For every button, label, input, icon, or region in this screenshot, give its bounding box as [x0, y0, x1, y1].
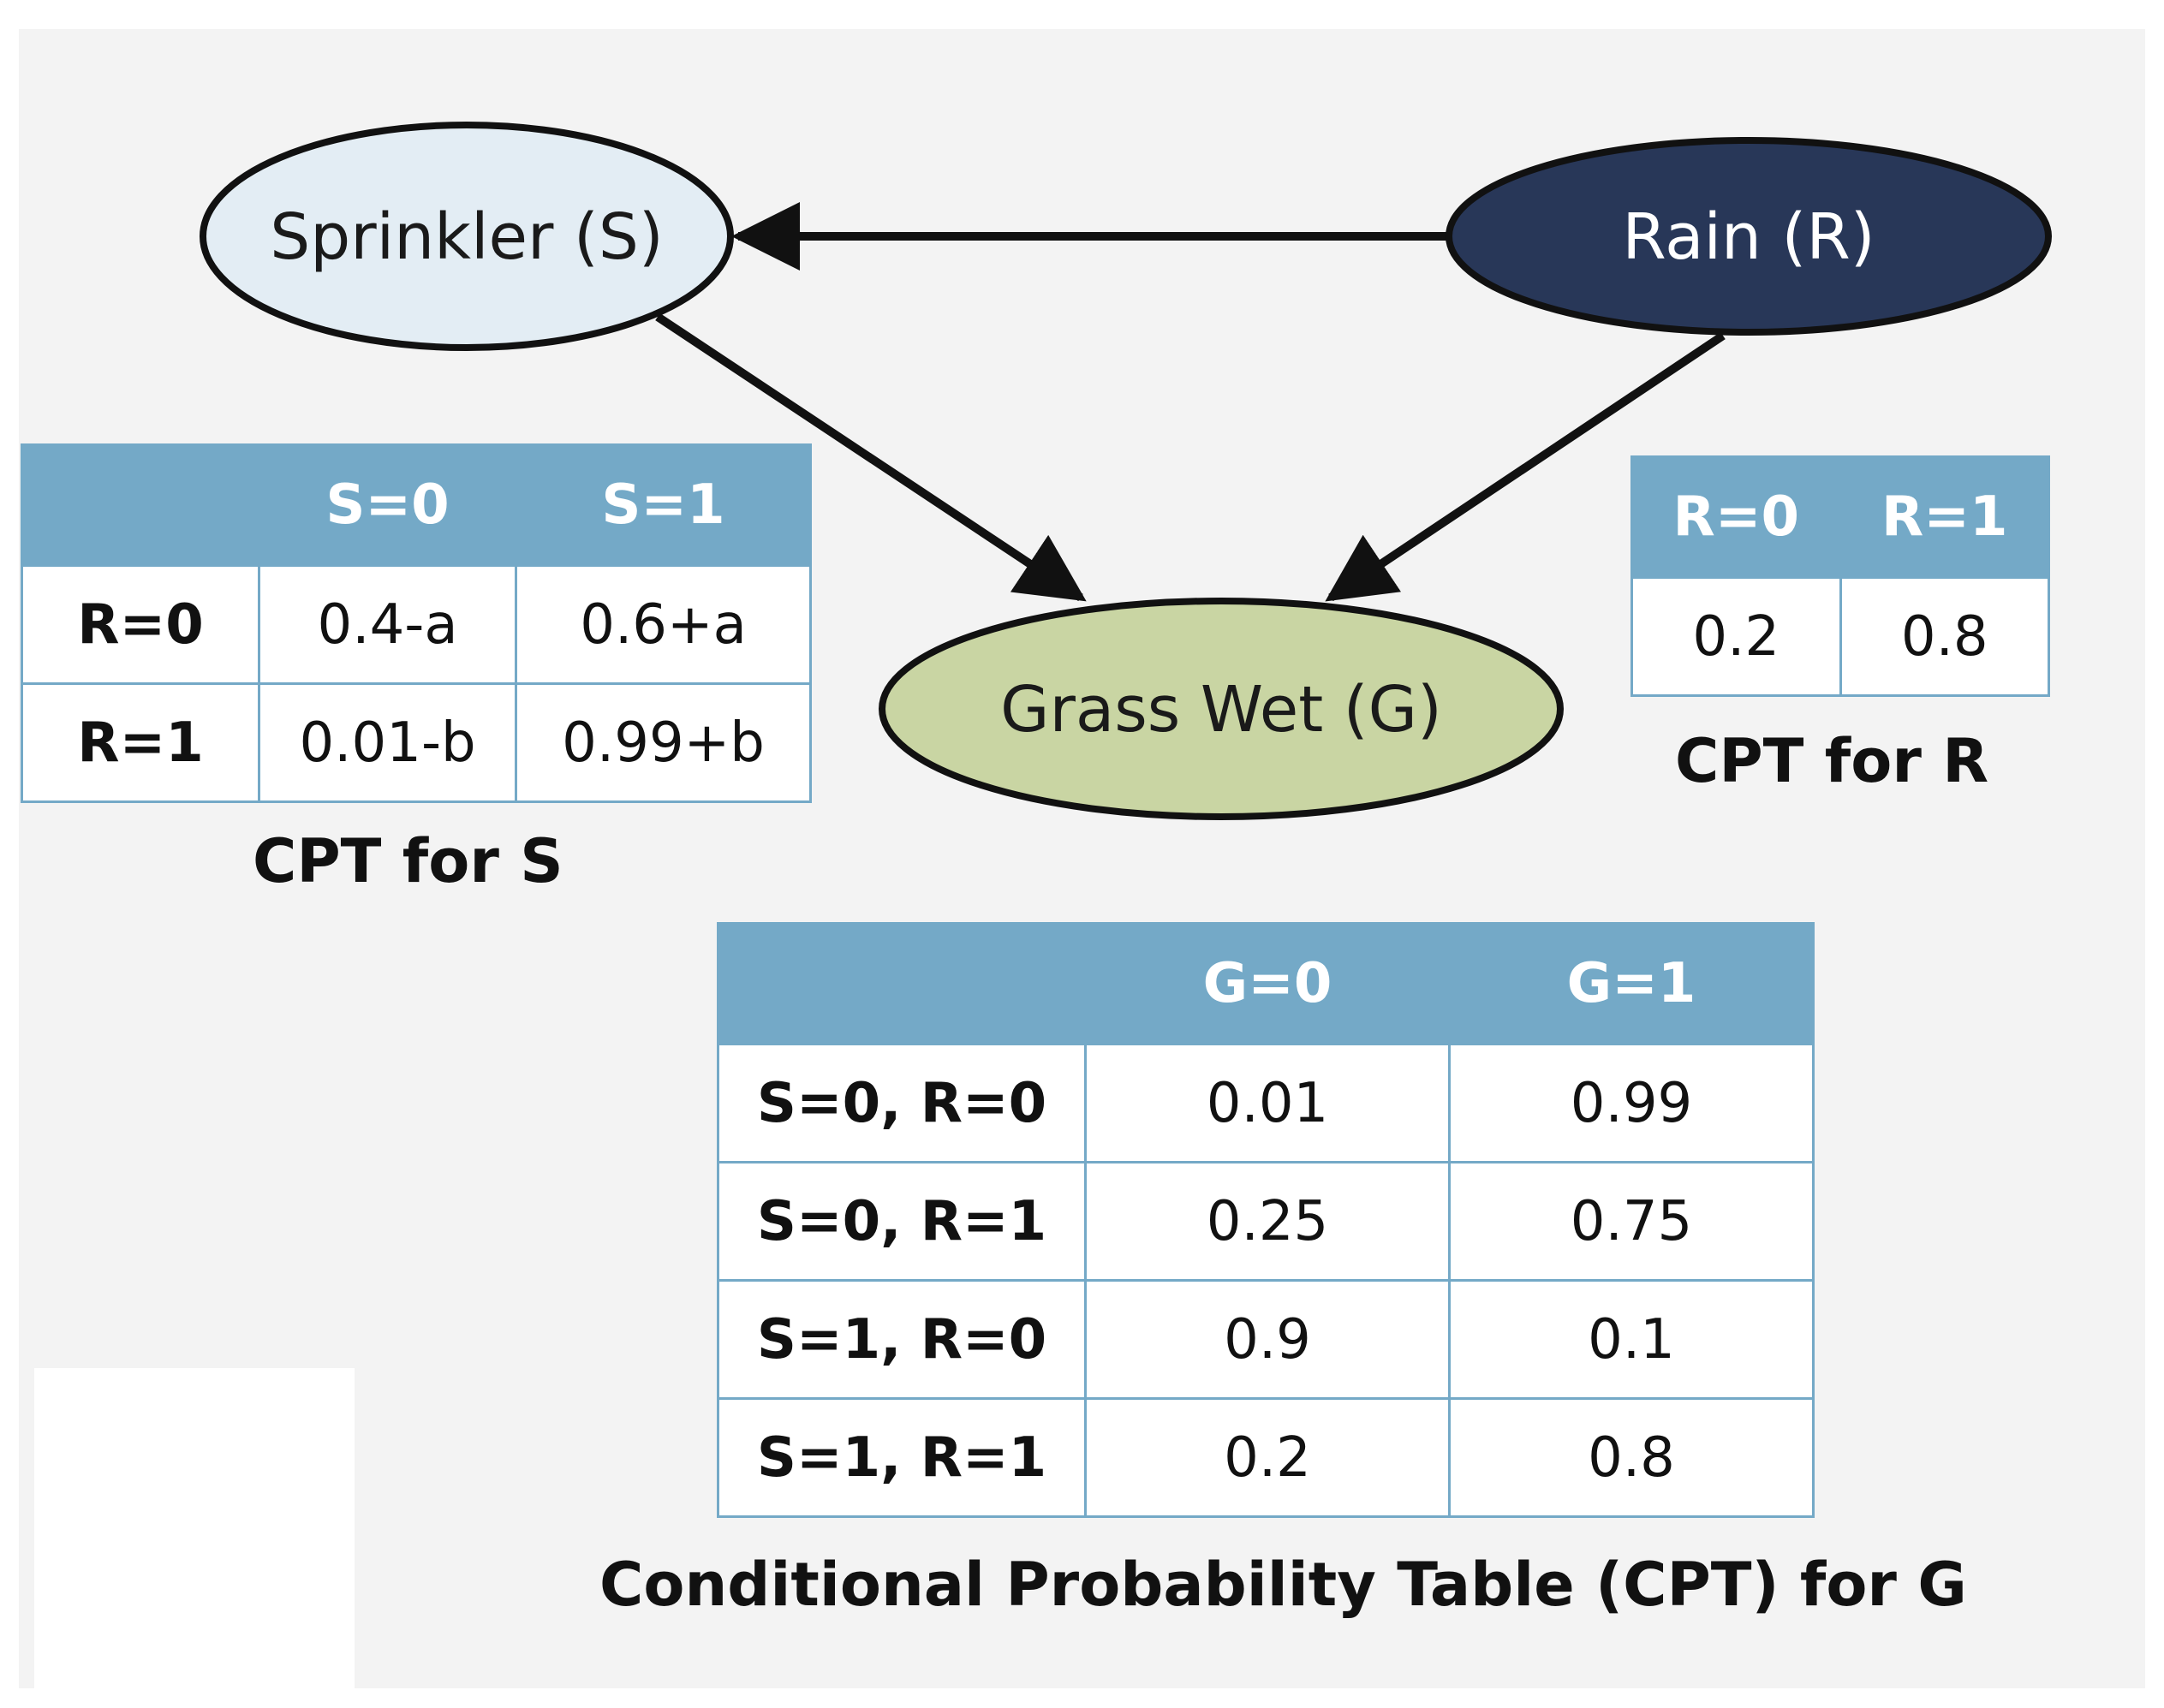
- node-sprinkler-label: Sprinkler (S): [270, 200, 663, 274]
- cpt-r-caption: CPT for R: [1675, 726, 1989, 796]
- node-rain: [1446, 137, 2052, 336]
- edge-sprinkler-to-grass: [655, 312, 1087, 602]
- table-row: S=0, R=0 0.01 0.99: [717, 1043, 1815, 1163]
- table-cell: 0.4-a: [257, 564, 518, 685]
- table-corner-cell: [21, 443, 260, 567]
- table-cell: 0.2: [1084, 1397, 1451, 1518]
- column-header: S=0: [257, 443, 518, 567]
- row-header: S=0, R=1: [717, 1161, 1087, 1282]
- row-header: S=1, R=1: [717, 1397, 1087, 1518]
- table-cell: 0.8: [1448, 1397, 1815, 1518]
- node-grass-wet-label: Grass Wet (G): [1000, 673, 1442, 747]
- blank-patch: [34, 1368, 355, 1688]
- row-header: R=0: [21, 564, 260, 685]
- table-cell: 0.01-b: [257, 682, 518, 803]
- table-header-row: S=0 S=1: [21, 443, 812, 567]
- cpt-r-table: R=0 R=1 0.2 0.8: [1630, 455, 2050, 697]
- table-cell: 0.75: [1448, 1161, 1815, 1282]
- row-header: S=1, R=0: [717, 1279, 1087, 1400]
- table-cell: 0.6+a: [515, 564, 812, 685]
- table-cell: 0.99: [1448, 1043, 1815, 1163]
- table-cell: 0.9: [1084, 1279, 1451, 1400]
- table-row: 0.2 0.8: [1630, 576, 2050, 697]
- table-cell: 0.1: [1448, 1279, 1815, 1400]
- table-corner-cell: [717, 922, 1087, 1045]
- column-header: G=1: [1448, 922, 1815, 1045]
- column-header: R=0: [1630, 455, 1842, 579]
- table-header-row: R=0 R=1: [1630, 455, 2050, 579]
- edge-rain-to-grass: [1325, 331, 1726, 602]
- table-cell: 0.99+b: [515, 682, 812, 803]
- cpt-g-caption: Conditional Probability Table (CPT) for …: [599, 1550, 1967, 1620]
- column-header: S=1: [515, 443, 812, 567]
- table-cell: 0.2: [1630, 576, 1842, 697]
- table-row: S=1, R=0 0.9 0.1: [717, 1279, 1815, 1400]
- table-row: S=1, R=1 0.2 0.8: [717, 1397, 1815, 1518]
- row-header: S=0, R=0: [717, 1043, 1087, 1163]
- node-sprinkler: [200, 122, 734, 351]
- node-grass-wet: [879, 598, 1564, 820]
- cpt-s-caption: CPT for S: [253, 826, 563, 896]
- table-row: S=0, R=1 0.25 0.75: [717, 1161, 1815, 1282]
- cpt-g-table: G=0 G=1 S=0, R=0 0.01 0.99 S=0, R=1 0.25…: [717, 922, 1815, 1518]
- table-cell: 0.25: [1084, 1161, 1451, 1282]
- table-cell: 0.01: [1084, 1043, 1451, 1163]
- node-rain-label: Rain (R): [1622, 200, 1875, 274]
- table-row: R=0 0.4-a 0.6+a: [21, 564, 812, 685]
- row-header: R=1: [21, 682, 260, 803]
- column-header: R=1: [1839, 455, 2050, 579]
- table-row: R=1 0.01-b 0.99+b: [21, 682, 812, 803]
- table-cell: 0.8: [1839, 576, 2050, 697]
- cpt-s-table: S=0 S=1 R=0 0.4-a 0.6+a R=1 0.01-b 0.99+…: [21, 443, 812, 803]
- table-header-row: G=0 G=1: [717, 922, 1815, 1045]
- column-header: G=0: [1084, 922, 1451, 1045]
